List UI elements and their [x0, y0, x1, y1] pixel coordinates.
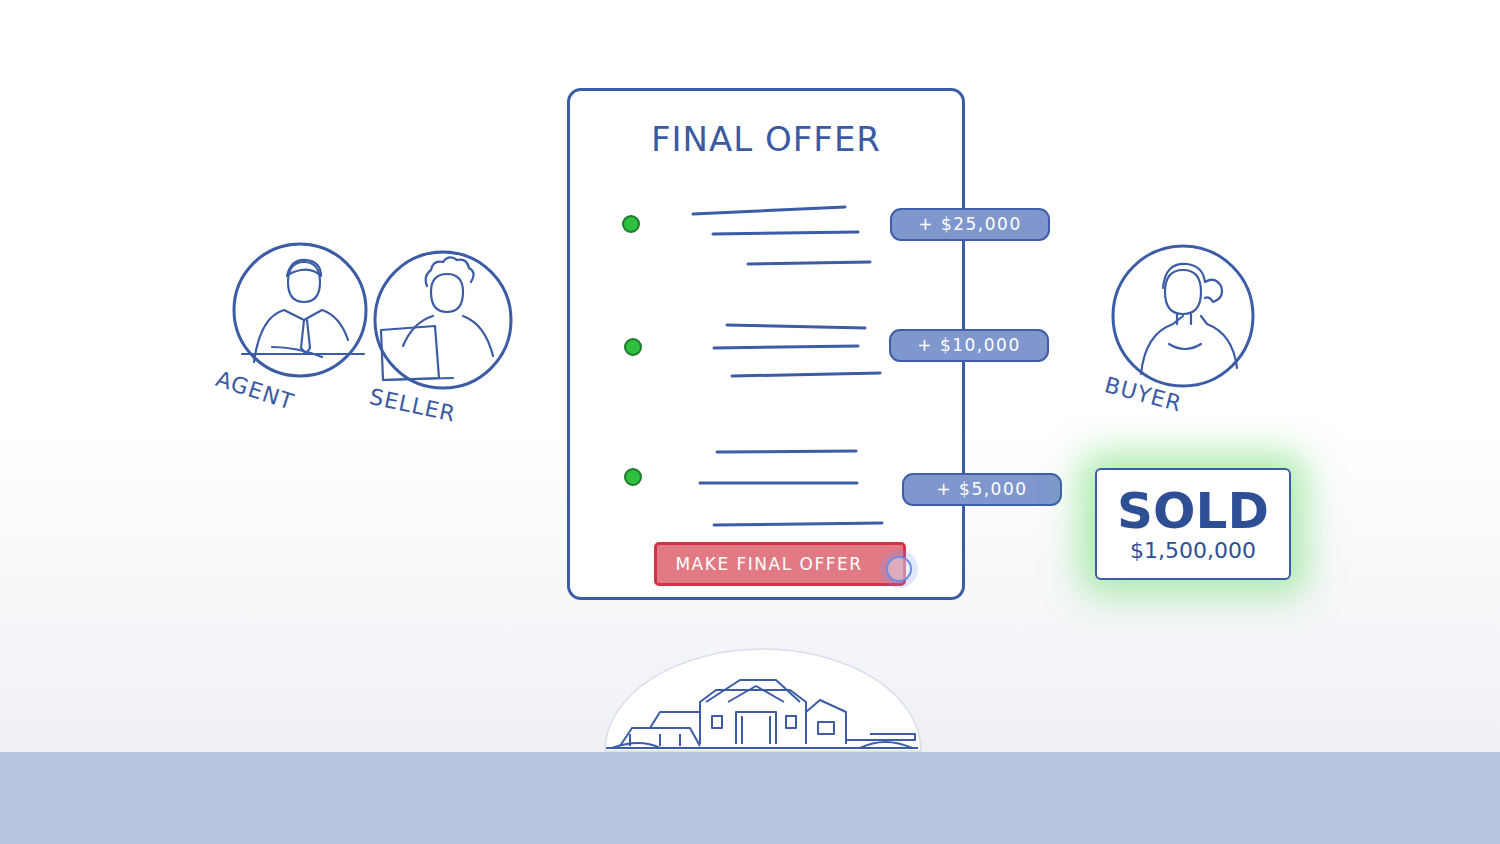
buyer-portrait: BUYER [1111, 244, 1255, 388]
price-label: + $5,000 [936, 481, 1027, 498]
sketch-stroke [301, 320, 310, 354]
portrait-outline [232, 242, 368, 378]
sign-text: SOLD [1117, 484, 1269, 539]
house-illustration [605, 649, 921, 751]
sketch-stroke [288, 262, 320, 302]
sketch-stroke [1141, 316, 1237, 374]
price-label: + $25,000 [918, 216, 1021, 233]
cursor-glow [879, 549, 919, 589]
sketch-stroke [383, 378, 453, 380]
price-pill: + $25,000 [890, 208, 1050, 241]
price-pill: + $5,000 [902, 473, 1062, 506]
text-lines [693, 207, 882, 525]
sketch-stroke [1177, 314, 1191, 324]
sketch-stroke [287, 260, 321, 276]
sketch-stroke [1169, 344, 1201, 349]
cursor-ring [887, 557, 911, 581]
sketch-stroke [431, 274, 463, 312]
portrait-circle [375, 252, 511, 388]
sketch-stroke [272, 347, 322, 357]
portrait-outline [1111, 244, 1255, 388]
seller-portrait: SELLER [373, 250, 513, 390]
offer-button: MAKE FINAL OFFER [654, 542, 906, 586]
card-title: FINAL OFFER [570, 121, 962, 158]
cursor-halo [880, 550, 918, 588]
button-label: MAKE FINAL OFFER [675, 556, 862, 573]
portrait-circle [234, 244, 366, 376]
sketch-stroke [1163, 264, 1222, 302]
person-sketch [381, 257, 493, 380]
sketch-stroke [403, 316, 493, 356]
portrait-outline [373, 250, 513, 390]
sold-sign: SOLD$1,500,000 [1095, 468, 1291, 580]
sketch-stroke [381, 326, 439, 380]
sketch-stroke [1165, 270, 1201, 314]
sketch-stroke [426, 257, 474, 286]
person-sketch [1141, 264, 1237, 374]
price-label: + $10,000 [917, 337, 1020, 354]
agent-portrait: AGENT [232, 242, 368, 378]
role-label: SELLER [367, 386, 457, 426]
ground-band [0, 752, 1500, 844]
person-sketch [242, 260, 364, 362]
sign-text: $1,500,000 [1130, 539, 1256, 563]
portrait-circle [1113, 246, 1253, 386]
price-pill: + $10,000 [889, 329, 1049, 362]
bullet-dots [623, 216, 641, 485]
sketch-stroke [242, 353, 364, 355]
